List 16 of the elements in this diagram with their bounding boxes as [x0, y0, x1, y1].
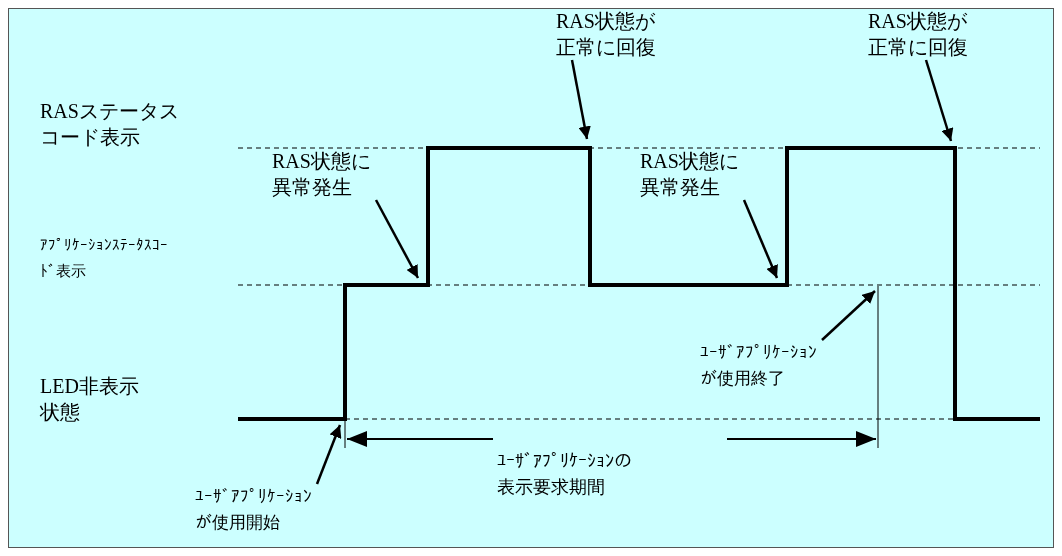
leader-arrow	[315, 424, 342, 485]
period-label: ﾕｰｻﾞｱﾌﾟﾘｹｰｼｮﾝの表示要求期間	[497, 450, 633, 499]
leader-arrow	[821, 290, 876, 341]
leader-arrow	[570, 59, 591, 140]
annotation-text: RAS状態に異常発生	[272, 148, 376, 200]
level-label: LED非表示状態	[40, 374, 140, 425]
level-label: ｱﾌﾟﾘｹｰｼｮﾝｽﾃｰﾀｽｺｰﾄﾞ表示	[40, 236, 169, 281]
leader-arrow	[924, 59, 954, 142]
annotation-text: ﾕｰｻﾞｱﾌﾟﾘｹｰｼｮﾝが使用終了	[700, 340, 822, 392]
leader-arrow	[742, 199, 779, 279]
annotation-text: ﾕｰｻﾞｱﾌﾟﾘｹｰｼｮﾝが使用開始	[195, 484, 317, 536]
annotation-text: RAS状態に異常発生	[640, 148, 744, 200]
annotation-text: RAS状態が正常に回復	[556, 8, 660, 60]
leader-arrow	[374, 199, 420, 279]
level-label: RASステータスコード表示	[40, 99, 180, 150]
annotation-text: RAS状態が正常に回復	[868, 8, 972, 60]
